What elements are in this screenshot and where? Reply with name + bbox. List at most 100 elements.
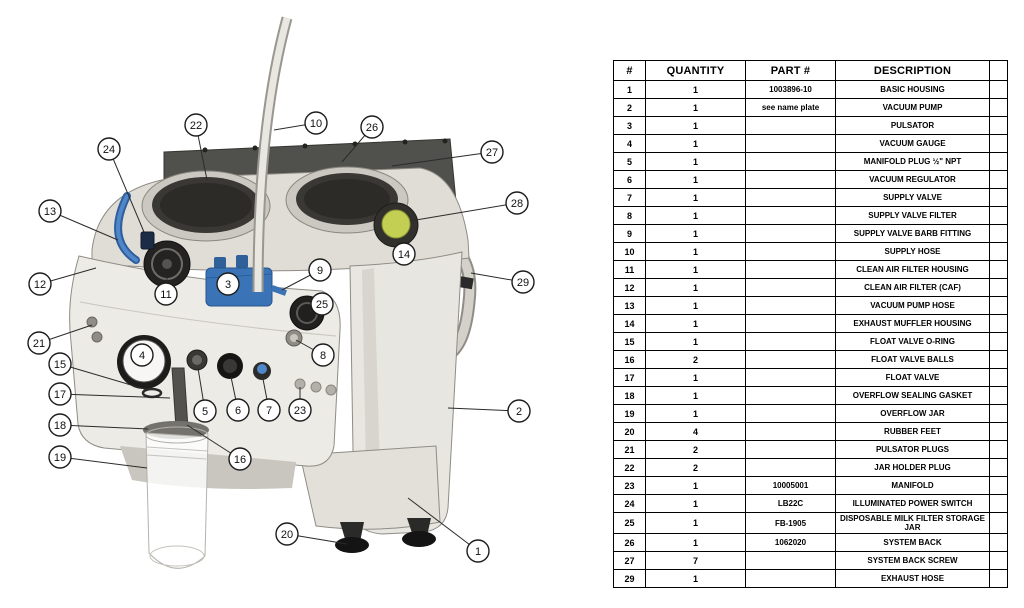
callout-number-20: 20 [281, 529, 293, 541]
cell-spacer [989, 350, 1008, 369]
callout-bubble-11 [154, 282, 178, 306]
cell-quantity: 1 [645, 314, 746, 333]
cell-part [745, 260, 836, 279]
callout-number-29: 29 [517, 277, 529, 289]
cell-quantity: 2 [645, 440, 746, 459]
cell-number: 6 [613, 170, 646, 189]
callout-bubble-15 [48, 352, 72, 376]
callout-number-27: 27 [486, 147, 498, 159]
cell-quantity: 1 [645, 404, 746, 423]
cell-part [745, 368, 836, 387]
callout-number-14: 14 [398, 249, 410, 261]
cell-part [745, 350, 836, 369]
cell-spacer [989, 476, 1008, 495]
cell-part [745, 332, 836, 351]
cell-quantity: 1 [645, 134, 746, 153]
cell-spacer [989, 386, 1008, 405]
header-part: PART # [745, 60, 836, 81]
cell-part: 1062020 [745, 533, 836, 553]
leader-line-18 [59, 424, 149, 430]
cell-part [745, 314, 836, 333]
callout-bubble-3 [216, 272, 240, 296]
jar-opening-left [141, 170, 271, 242]
callout-number-2: 2 [516, 406, 522, 418]
callout-bubble-14 [392, 242, 416, 266]
vacuum-pump-hose [114, 192, 140, 264]
cell-spacer [989, 224, 1008, 243]
callout-number-16: 16 [234, 454, 246, 466]
cell-number: 18 [613, 386, 646, 405]
cell-part [745, 278, 836, 297]
callout-bubble-20 [275, 522, 299, 546]
callout-number-21: 21 [33, 338, 45, 350]
cell-spacer [989, 551, 1008, 571]
callout-bubble-18 [48, 413, 72, 437]
cell-description: FLOAT VALVE BALLS [835, 350, 990, 369]
callout-bubble-9 [308, 258, 332, 282]
cell-quantity: 7 [645, 551, 746, 571]
callout-number-28: 28 [511, 198, 523, 210]
cell-spacer [989, 296, 1008, 315]
cell-part: 1003896-10 [745, 80, 836, 99]
callout-bubble-7 [257, 398, 281, 422]
callout-bubble-26 [360, 115, 384, 139]
callout-number-26: 26 [366, 122, 378, 134]
cell-description: RUBBER FEET [835, 422, 990, 441]
cell-description: FLOAT VALVE [835, 368, 990, 387]
cell-description: JAR HOLDER PLUG [835, 458, 990, 477]
cell-spacer [989, 440, 1008, 459]
callout-number-3: 3 [225, 279, 231, 291]
cell-number: 16 [613, 350, 646, 369]
cell-quantity: 1 [645, 533, 746, 553]
callout-number-8: 8 [320, 350, 326, 362]
cell-quantity: 1 [645, 386, 746, 405]
cell-quantity: 1 [645, 116, 746, 135]
cell-description: OVERFLOW JAR [835, 404, 990, 423]
callout-bubble-24 [97, 137, 121, 161]
cell-spacer [989, 422, 1008, 441]
cell-description: EXHAUST HOSE [835, 569, 990, 589]
cell-number: 2 [613, 98, 646, 117]
system-back-screws [202, 138, 448, 153]
cell-number: 24 [613, 494, 646, 513]
cell-description: SYSTEM BACK SCREW [835, 551, 990, 571]
cell-spacer [989, 494, 1008, 513]
cell-quantity: 1 [645, 224, 746, 243]
cell-number: 1 [613, 80, 646, 99]
supply-hose [252, 16, 293, 293]
cell-spacer [989, 368, 1008, 387]
cell-number: 22 [613, 458, 646, 477]
cell-number: 26 [613, 533, 646, 553]
cell-quantity: 1 [645, 296, 746, 315]
cell-number: 15 [613, 332, 646, 351]
cell-part [745, 224, 836, 243]
callout-number-25: 25 [316, 299, 328, 311]
cell-description: SUPPLY VALVE BARB FITTING [835, 224, 990, 243]
cell-number: 23 [613, 476, 646, 495]
callout-bubble-17 [48, 382, 72, 406]
exhaust-muffler-housing [373, 202, 419, 248]
cell-part [745, 242, 836, 261]
callout-bubble-23 [288, 398, 312, 422]
cell-description: SUPPLY HOSE [835, 242, 990, 261]
cell-description: MANIFOLD [835, 476, 990, 495]
cell-spacer [989, 98, 1008, 117]
cell-part [745, 440, 836, 459]
cell-quantity: 1 [645, 569, 746, 589]
cell-number: 29 [613, 569, 646, 589]
callout-number-4: 4 [139, 350, 145, 362]
cell-description: VACUUM GAUGE [835, 134, 990, 153]
